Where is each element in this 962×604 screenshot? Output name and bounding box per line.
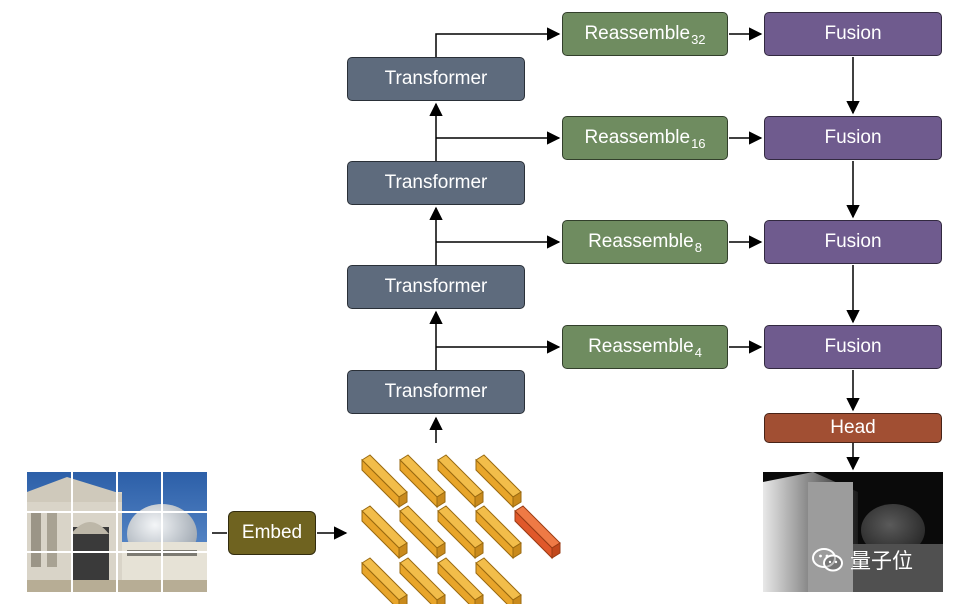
- reassemble-32-block: Reassemble32: [562, 12, 728, 56]
- reassemble-16-block: Reassemble16: [562, 116, 728, 160]
- wechat-icon: [812, 548, 843, 572]
- transformer-label: Transformer: [384, 381, 488, 402]
- readout-token: [514, 505, 561, 559]
- transformer-block-2: Transformer: [347, 265, 525, 309]
- embed-label: Embed: [241, 522, 303, 543]
- reassemble-label: Reassemble4: [588, 336, 702, 360]
- head-block: Head: [764, 413, 942, 443]
- transformer-block-4: Transformer: [347, 57, 525, 101]
- transformer-block-3: Transformer: [347, 161, 525, 205]
- watermark-text: 量子位: [850, 550, 913, 573]
- watermark: 量子位: [812, 545, 913, 575]
- transformer-label: Transformer: [384, 68, 488, 89]
- transformer-block-1: Transformer: [347, 370, 525, 414]
- fusion-block-4: Fusion: [764, 325, 942, 369]
- fusion-label: Fusion: [824, 127, 882, 148]
- depth-output: [763, 472, 943, 592]
- fusion-label: Fusion: [824, 23, 882, 44]
- transformer-label: Transformer: [384, 172, 488, 193]
- token-grid: [361, 454, 561, 604]
- embed-block: Embed: [228, 511, 316, 555]
- fusion-label: Fusion: [824, 336, 882, 357]
- reassemble-label: Reassemble8: [588, 231, 702, 255]
- reassemble-label: Reassemble16: [584, 127, 706, 151]
- head-label: Head: [830, 417, 876, 438]
- fusion-block-2: Fusion: [764, 116, 942, 160]
- fusion-block-3: Fusion: [764, 220, 942, 264]
- reassemble-8-block: Reassemble8: [562, 220, 728, 264]
- reassemble-4-block: Reassemble4: [562, 325, 728, 369]
- fusion-block-1: Fusion: [764, 12, 942, 56]
- reassemble-label: Reassemble32: [584, 23, 706, 47]
- fusion-label: Fusion: [824, 231, 882, 252]
- input-image: [27, 472, 207, 592]
- transformer-label: Transformer: [384, 276, 488, 297]
